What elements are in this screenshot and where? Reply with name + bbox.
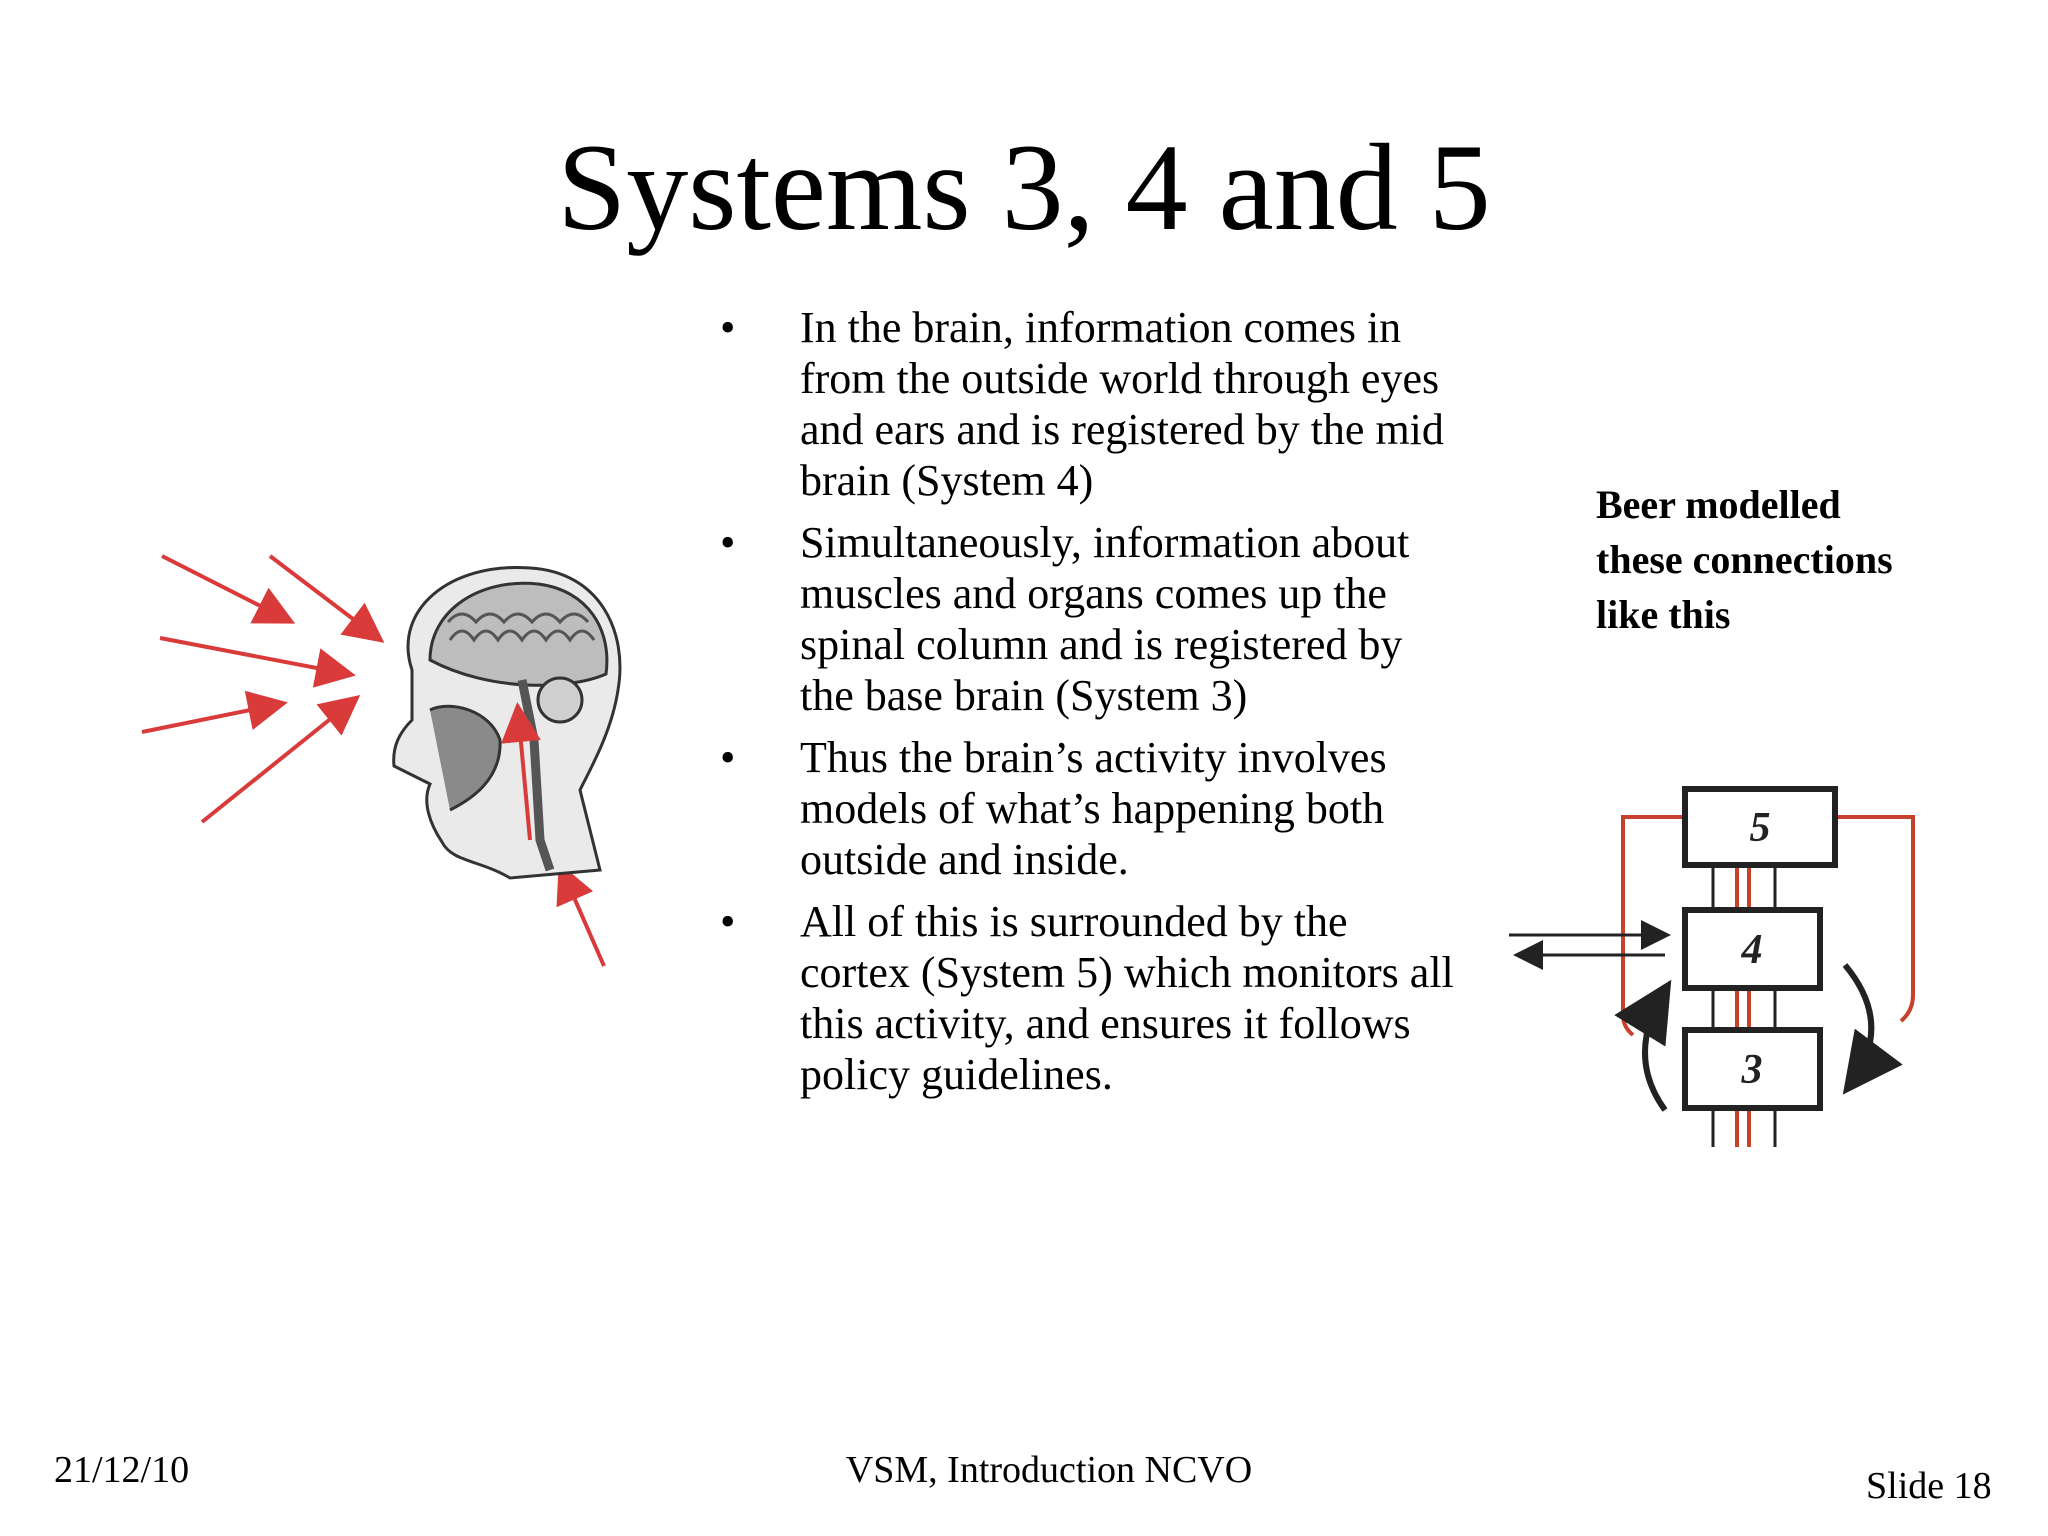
system-5-box (1682, 786, 1838, 868)
bullet-item: • In the brain, information comes in from… (700, 302, 1460, 506)
slide-title: Systems 3, 4 and 5 (557, 119, 1491, 256)
bullet-marker: • (720, 733, 736, 782)
bullet-text: Simultaneously, information about muscle… (800, 518, 1410, 720)
bullet-text: Thus the brain’s activity involves model… (800, 733, 1387, 884)
head-profile (392, 566, 622, 880)
bullet-item: • Thus the brain’s activity involves mode… (700, 732, 1460, 885)
system-5-label: 5 (1750, 805, 1771, 851)
environment-arrows (1509, 920, 1671, 970)
system-boxes (1682, 786, 1838, 1111)
footer-title: VSM, Introduction NCVO (845, 1449, 1253, 1491)
footer-date: 21/12/10 (54, 1449, 190, 1491)
slide-number: Slide 18 (1866, 1465, 1992, 1507)
bullet-marker: • (720, 518, 736, 567)
system-4-box (1682, 907, 1823, 991)
system-3-box (1682, 1027, 1823, 1111)
bullet-item: • All of this is surrounded by the cortex… (700, 896, 1460, 1100)
loop-arrows (1614, 963, 1903, 1112)
vertical-channels (1711, 865, 1777, 1147)
bullet-text: In the brain, information comes in from … (800, 303, 1444, 505)
bullet-marker: • (720, 897, 736, 946)
head-illustration (141, 554, 622, 967)
vsm-connections-diagram: 5 4 3 (1509, 786, 1915, 1147)
bullet-marker: • (720, 303, 736, 352)
side-note: Beer modelled these connections like thi… (1596, 482, 1893, 637)
sensory-arrows (141, 554, 606, 967)
bullet-item: • Simultaneously, information about muscl… (700, 517, 1460, 721)
system-4-label: 4 (1741, 927, 1763, 973)
bullet-list: • In the brain, information comes in from… (700, 302, 1460, 1111)
bullet-text: All of this is surrounded by the cortex … (800, 897, 1454, 1099)
system-3-label: 3 (1741, 1047, 1763, 1093)
